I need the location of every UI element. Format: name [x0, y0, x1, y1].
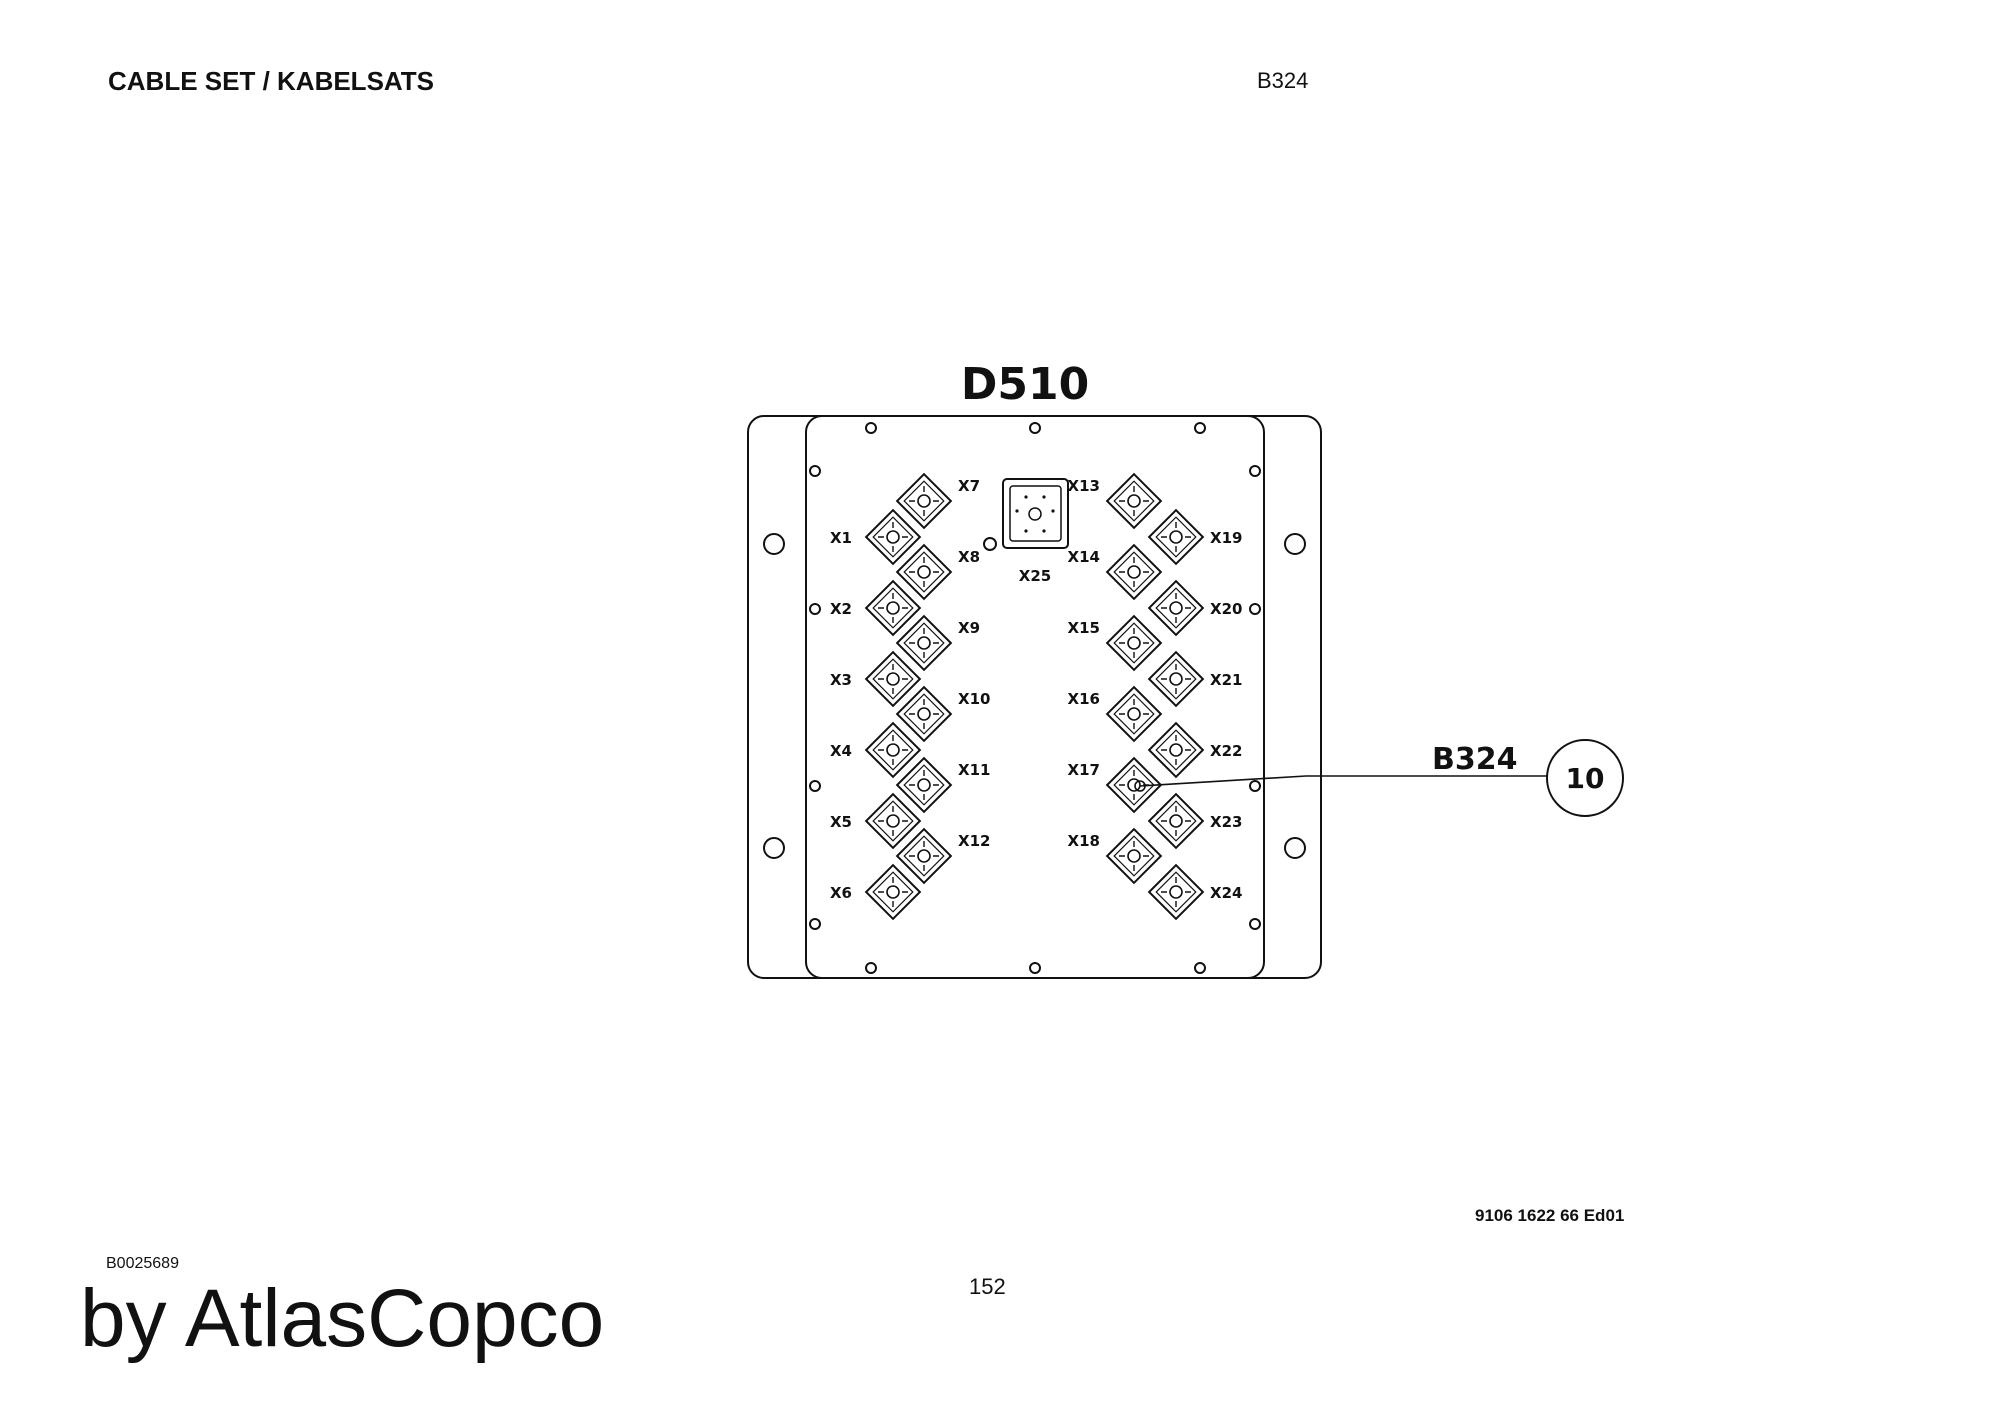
connector-label-x13: X13	[1068, 477, 1100, 495]
connector-label-x22: X22	[1210, 742, 1242, 760]
connector-label-x11: X11	[958, 761, 990, 779]
connector-label-x10: X10	[958, 690, 990, 708]
connector-label-x14: X14	[1068, 548, 1100, 566]
connector-x25	[1002, 478, 1069, 549]
unit-label: D510	[961, 359, 1089, 410]
connector-label-x4: X4	[830, 742, 852, 760]
connector-label-x3: X3	[830, 671, 852, 689]
connector-label-x25: X25	[1019, 567, 1051, 585]
callout-label: B324	[1432, 742, 1518, 777]
connector-label-x17: X17	[1068, 761, 1100, 779]
mounting-holes	[763, 422, 1306, 974]
document-number: 9106 1622 66 Ed01	[1475, 1206, 1625, 1225]
page-number: 152	[969, 1274, 1006, 1299]
connector-label-x20: X20	[1210, 600, 1242, 618]
connector-label-x24: X24	[1210, 884, 1242, 902]
drawing-id: B0025689	[106, 1255, 179, 1272]
brand-logo-text: by AtlasCopco	[80, 1273, 605, 1364]
connector-label-x7: X7	[958, 477, 980, 495]
connector-label-x21: X21	[1210, 671, 1242, 689]
connector-label-x23: X23	[1210, 813, 1242, 831]
page-header-code: B324	[1257, 68, 1309, 93]
connector-label-x19: X19	[1210, 529, 1242, 547]
connector-label-x15: X15	[1068, 619, 1100, 637]
connector-label-x16: X16	[1068, 690, 1100, 708]
connector-label-x9: X9	[958, 619, 980, 637]
connector-label-group: X1X2X3X4X5X6X7X8X9X10X11X12X13X14X15X16X…	[830, 477, 1242, 902]
page-header-title: CABLE SET / KABELSATS	[108, 66, 434, 96]
callout-b324: B324 10	[1134, 739, 1624, 817]
connector-label-x2: X2	[830, 600, 852, 618]
callout-number: 10	[1566, 762, 1605, 795]
connector-label-x8: X8	[958, 548, 980, 566]
connector-label-x6: X6	[830, 884, 852, 902]
connector-label-x12: X12	[958, 832, 990, 850]
connector-label-x18: X18	[1068, 832, 1100, 850]
connector-label-x1: X1	[830, 529, 852, 547]
connector-label-x5: X5	[830, 813, 852, 831]
